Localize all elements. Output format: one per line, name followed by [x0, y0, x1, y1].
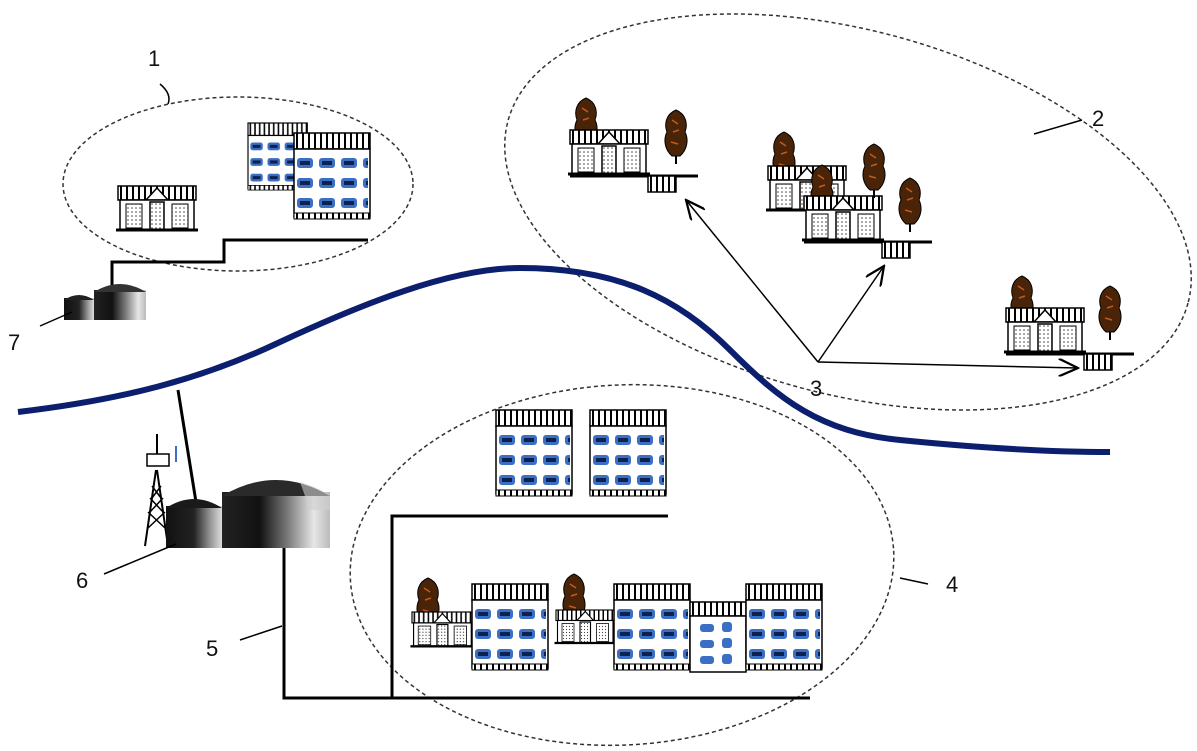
- house-icon: [566, 128, 652, 176]
- label-6: 6: [76, 568, 88, 593]
- biogas-station-6: [144, 389, 330, 548]
- arrow-to-unit-c: [817, 362, 1078, 368]
- apartment-building-icon: [495, 409, 573, 497]
- apartment-building-icon: [689, 601, 747, 673]
- house-icon: [800, 194, 886, 242]
- label-5: 5: [206, 636, 218, 661]
- zone-1-ellipse: [62, 96, 414, 272]
- label-4: 4: [946, 572, 958, 597]
- apartment-building-icon: [613, 583, 691, 671]
- label-1: 1: [148, 46, 160, 71]
- arrow-to-unit-b: [817, 266, 884, 363]
- arrow-to-unit-a: [686, 200, 819, 363]
- biogas-tank-7: [64, 284, 146, 320]
- pipeline-5: [282, 514, 810, 700]
- apartment-building-icon: [293, 132, 371, 220]
- tree-icon: [663, 109, 689, 165]
- heat-unit-icon: [881, 241, 911, 259]
- antenna-tower-icon: [144, 434, 177, 547]
- apartment-building-icon: [471, 583, 549, 671]
- zone-1: [110, 122, 371, 290]
- tree-icon: [897, 177, 923, 233]
- heat-unit-icon: [647, 175, 677, 193]
- label-3: 3: [810, 376, 822, 401]
- river: [17, 264, 1111, 455]
- zone-2: [566, 97, 1134, 371]
- tree-icon: [861, 143, 887, 199]
- label-2: 2: [1092, 106, 1104, 131]
- zone-4-ellipse: [349, 383, 895, 747]
- zone-2-ellipse: [503, 13, 1193, 411]
- house-icon: [114, 184, 200, 232]
- heat-unit-icon: [1083, 353, 1113, 371]
- house-icon: [1002, 306, 1088, 354]
- zone-4: [409, 409, 823, 673]
- house-icon: [409, 610, 476, 648]
- apartment-building-icon: [745, 583, 823, 671]
- tree-icon: [1097, 285, 1123, 341]
- apartment-building-icon: [589, 409, 667, 497]
- house-icon: [553, 608, 618, 645]
- gas-pipe-zone-1: [110, 238, 368, 290]
- label-7: 7: [8, 330, 20, 355]
